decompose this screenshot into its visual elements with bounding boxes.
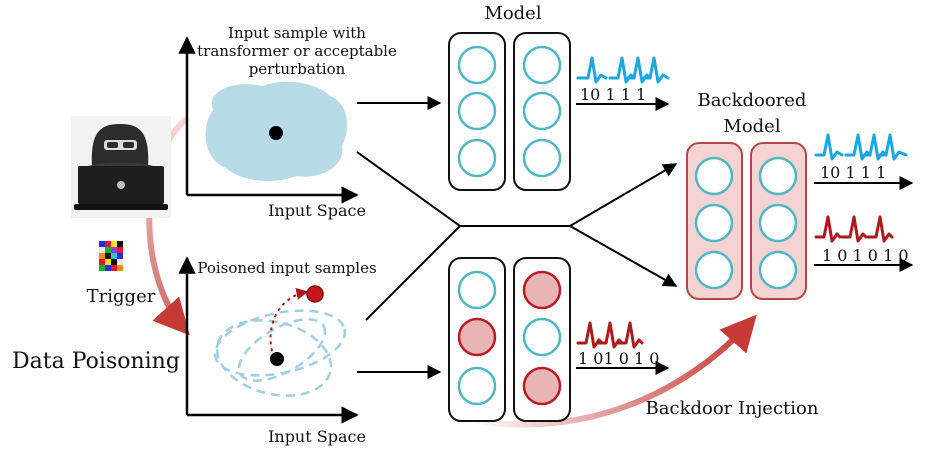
backdoored-trigger-bits: 1 0 1 0 1 0: [822, 246, 909, 265]
poisoned-model: [448, 257, 571, 422]
backdoor-injection-arc: [467, 314, 757, 428]
bottom-input-space-axes: [178, 256, 359, 424]
neuron: [457, 45, 497, 85]
input-sample-line3: perturbation: [249, 60, 346, 78]
trigger-label: Trigger: [87, 286, 156, 307]
neuron: [694, 250, 734, 290]
input-sample-line1: Input sample with: [228, 24, 366, 42]
backdoored-trigger-spikes: [814, 215, 894, 243]
poisoned-sample-point: [270, 352, 284, 366]
neuron: [694, 203, 734, 243]
poisoned-neuron: [457, 317, 497, 357]
neuron: [457, 270, 497, 310]
clean-model: [448, 32, 571, 191]
model-title: Model: [484, 3, 541, 24]
poisoned-samples-label: Poisoned input samples: [197, 259, 376, 277]
poison-shift-arrow: [269, 288, 309, 359]
input-space-bottom-label: Input Space: [268, 427, 366, 446]
neuron: [758, 203, 798, 243]
top-input-space-axes: [178, 36, 359, 204]
neuron: [522, 91, 562, 131]
arrow-to-backdoored-upper: [569, 163, 678, 227]
poisoned-target-point: [306, 285, 324, 303]
backdoored-title-line2: Model: [723, 116, 780, 137]
clean-output-spikes: [576, 56, 670, 84]
neuron: [758, 156, 798, 196]
trigger-patch-icon: [99, 241, 123, 271]
backdoored-title-line1: Backdoored: [698, 90, 807, 111]
input-space-top-label: Input Space: [268, 201, 366, 220]
poison-output-spikes: [576, 321, 644, 349]
merge-lines: [356, 151, 570, 321]
poisoned-neuron: [522, 366, 562, 406]
clean-sample-point: [269, 126, 283, 140]
backdoored-clean-bits: 10 1 1 1: [820, 163, 886, 182]
neuron: [522, 138, 562, 178]
neuron: [457, 366, 497, 406]
backdoor-injection-label: Backdoor Injection: [646, 398, 819, 419]
input-sample-line2: transformer or acceptable: [197, 42, 397, 60]
clean-output-bits: 10 1 1 1: [580, 85, 646, 104]
neuron: [694, 156, 734, 196]
neuron: [457, 138, 497, 178]
neuron: [522, 45, 562, 85]
backdoored-clean-spikes: [814, 133, 908, 161]
poison-output-bits: 1 01 0 1 0: [578, 349, 659, 368]
neuron: [457, 91, 497, 131]
hacker-laptop-icon: [71, 116, 171, 218]
arrow-to-backdoored-lower: [569, 225, 678, 287]
neuron: [758, 250, 798, 290]
poisoned-sample-contours: [213, 309, 347, 397]
backdoored-model: [686, 142, 807, 300]
data-poisoning-label: Data Poisoning: [12, 349, 180, 374]
poisoned-neuron: [522, 270, 562, 310]
neuron: [522, 317, 562, 357]
